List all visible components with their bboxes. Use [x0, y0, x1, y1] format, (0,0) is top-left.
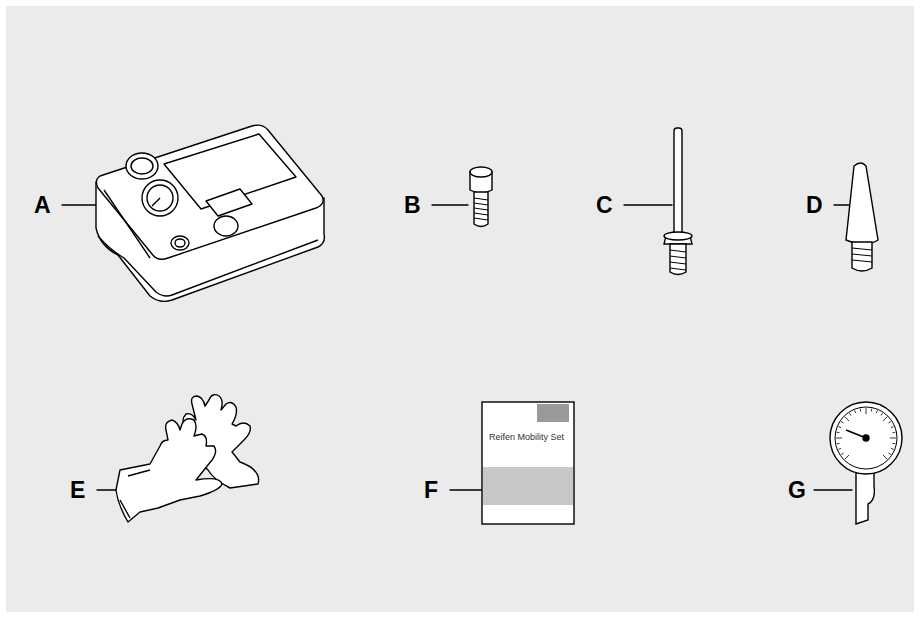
compressor: [96, 125, 324, 301]
part-letter: G: [788, 479, 806, 502]
gauge-tick: [838, 427, 841, 428]
part-letter: A: [34, 194, 51, 217]
pressure-gauge: [830, 402, 902, 524]
part-letter: C: [596, 194, 613, 217]
gauge-tick: [871, 409, 873, 412]
gauge-tick: [881, 413, 883, 415]
gauge-tick: [837, 443, 840, 445]
cone-adapter: [846, 163, 878, 271]
valve-cap: [470, 167, 492, 227]
leader-line: [432, 204, 468, 205]
leader-line: [624, 204, 672, 205]
gauge-tick: [860, 409, 862, 412]
gauge-tick: [841, 453, 843, 455]
background-panel: [6, 6, 914, 612]
gauge-tick: [888, 453, 890, 455]
gauge-tick: [883, 417, 887, 421]
gauge-tick: [849, 413, 851, 415]
gauge-tick: [876, 410, 877, 413]
gauge-tick: [866, 408, 867, 414]
gauge-tick: [892, 443, 895, 445]
gauge-tick: [836, 438, 842, 439]
gauge-tick: [838, 448, 841, 449]
part-letter: D: [806, 194, 823, 217]
gloves: [116, 395, 259, 522]
instruction-booklet: [482, 402, 574, 524]
needle-adapter: [664, 128, 692, 275]
part-letter: B: [404, 194, 421, 217]
gauge-tick: [845, 455, 849, 459]
leader-line: [62, 204, 100, 205]
part-letter: F: [424, 479, 438, 502]
gauge-tick: [855, 410, 856, 413]
gauge-tick: [891, 448, 894, 449]
gauge-tick: [837, 432, 840, 434]
gauge-tick: [845, 417, 849, 421]
gauge-tick: [892, 432, 895, 434]
leader-line: [814, 489, 852, 490]
gauge-tick: [841, 421, 843, 423]
gauge-tick: [891, 427, 894, 428]
gauge-tick: [888, 421, 890, 423]
part-letter: E: [70, 479, 85, 502]
gauge-tick: [883, 455, 887, 459]
gauge-tick: [890, 438, 896, 439]
booklet-title: Reifen Mobility Set: [489, 433, 564, 442]
